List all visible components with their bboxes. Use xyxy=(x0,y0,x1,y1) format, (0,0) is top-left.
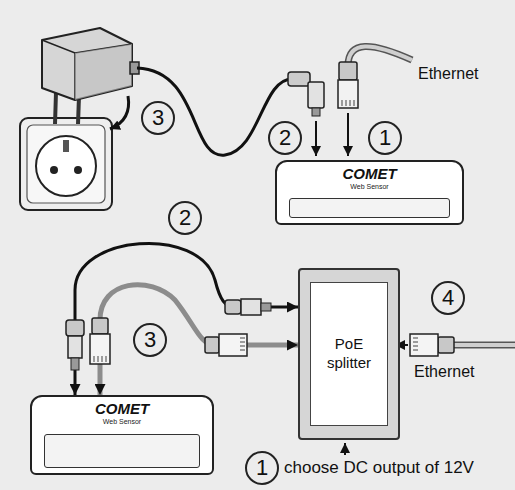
socket-hole xyxy=(50,166,58,174)
insert-arrow xyxy=(315,121,317,156)
socket-inner xyxy=(27,125,105,203)
callout-number: 3 xyxy=(133,323,167,357)
dc-plug-boot xyxy=(225,300,241,314)
rj45-body xyxy=(338,80,358,108)
wall-socket xyxy=(20,118,112,210)
callout-number: 1 xyxy=(245,451,279,485)
rj45-plug xyxy=(205,334,247,356)
adapter-body xyxy=(42,28,132,100)
ethernet-cable-core xyxy=(454,343,515,347)
ethernet-cable xyxy=(454,342,515,349)
note-label: Ethernet xyxy=(414,362,474,381)
rj45-contacts xyxy=(94,356,106,362)
rj45-contacts xyxy=(413,338,418,350)
socket-face xyxy=(36,136,96,196)
rj45-contacts xyxy=(342,100,354,106)
device-logo: COMETWeb Sensor xyxy=(277,162,462,190)
device-front-panel xyxy=(44,434,200,468)
rj45-plug xyxy=(338,62,358,108)
callout-number: 2 xyxy=(168,201,202,235)
adapter-prong xyxy=(55,92,56,124)
dc-plug-tip xyxy=(71,358,79,370)
text-group: PoE splitter xyxy=(311,335,387,373)
rj45-boot xyxy=(92,318,108,334)
splitter-panel: PoE splitter xyxy=(310,282,388,426)
rj45-plug xyxy=(90,318,110,364)
rj45-plug xyxy=(410,334,454,356)
dc-plug-boot xyxy=(288,72,310,86)
rj45-contacts xyxy=(240,338,245,350)
insert-arrow xyxy=(347,113,349,156)
note-label: Ethernet xyxy=(418,64,478,83)
adapter-shade xyxy=(75,44,132,100)
dc-plug xyxy=(225,299,271,315)
device-front-panel xyxy=(289,198,450,218)
device-logo: COMETWeb Sensor xyxy=(32,397,212,425)
plug-in-arrow xyxy=(110,96,129,129)
socket-plate xyxy=(20,118,112,210)
socket-hole xyxy=(74,166,82,174)
callout-number: 3 xyxy=(141,101,175,135)
text-group: COMETWeb Sensor xyxy=(277,166,462,190)
sensor-device: COMETWeb Sensor xyxy=(30,395,214,475)
brand-name: COMET xyxy=(277,166,462,183)
dc-plug-boot xyxy=(66,320,84,336)
dc-plug-body xyxy=(68,336,82,358)
dc-plug-body xyxy=(308,82,324,108)
callout-number: 4 xyxy=(431,281,465,315)
dc-plug-tip xyxy=(312,108,320,116)
dc-plug xyxy=(66,320,84,370)
rj45-body xyxy=(219,334,247,356)
adapter-edge xyxy=(42,40,132,100)
rj45-boot xyxy=(339,62,357,80)
rj45-boot xyxy=(438,337,454,353)
rj45-body xyxy=(410,334,438,356)
node-title: PoE splitter xyxy=(327,335,371,371)
product-line: Web Sensor xyxy=(277,183,462,191)
product-line: Web Sensor xyxy=(32,418,212,426)
sensor-device: COMETWeb Sensor xyxy=(275,160,464,225)
earth-pin xyxy=(63,140,69,152)
rj45-boot xyxy=(205,337,219,353)
text-group: COMETWeb Sensor xyxy=(32,401,212,425)
callout-number: 2 xyxy=(268,121,302,155)
rj45-body xyxy=(90,334,110,364)
dc-cable xyxy=(75,243,298,395)
note-label: choose DC output of 12V xyxy=(284,458,474,478)
callout-number: 1 xyxy=(368,121,402,155)
dc-plug-body xyxy=(241,299,261,315)
brand-name: COMET xyxy=(32,401,212,418)
poe-splitter: PoE splitter xyxy=(298,268,400,440)
dc-plug xyxy=(288,72,324,116)
power-adapter xyxy=(42,28,139,124)
ethernet-cable xyxy=(100,285,298,395)
dc-plug-tip xyxy=(261,303,271,311)
pointer-arrow xyxy=(344,443,346,455)
